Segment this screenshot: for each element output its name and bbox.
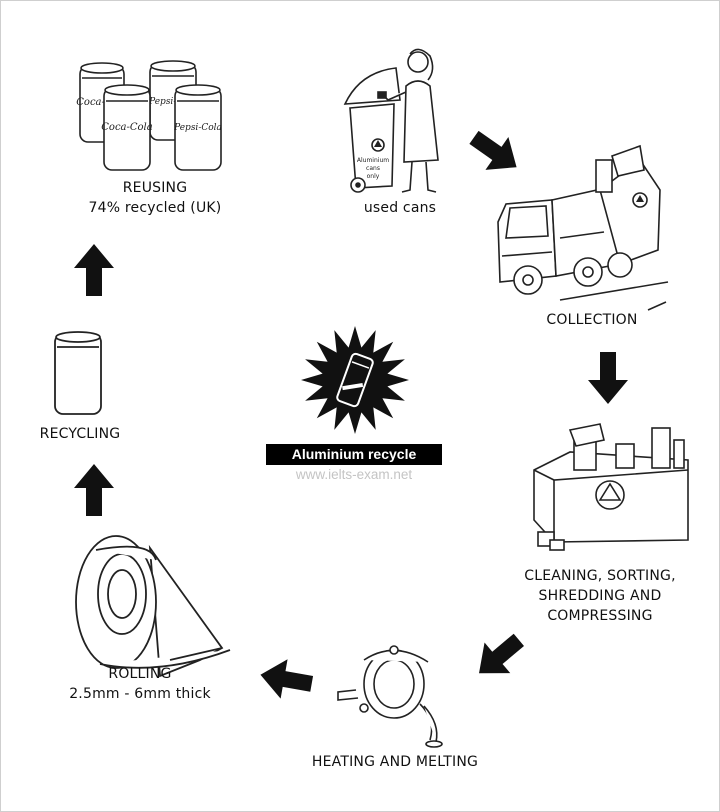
bin-text: only [367, 173, 380, 180]
watermark: www.ielts-exam.net [295, 467, 413, 482]
rolling-detail: 2.5mm - 6mm thick [69, 686, 211, 702]
collection-label: COLLECTION [546, 312, 638, 328]
diagram-title: Aluminium recycle [266, 444, 442, 465]
arrow-icon [466, 624, 532, 689]
blank-can-icon [54, 331, 102, 415]
can-brand-text: Coca-Cola [76, 97, 127, 108]
arrow-icon [462, 120, 529, 184]
arrow-icon [74, 464, 114, 516]
rolling-label: ROLLING 2.5mm - 6mm thick [40, 664, 240, 704]
shredding-machine-icon [533, 423, 689, 551]
can-brand-text: Pepsi-Cola [148, 97, 197, 107]
recycling-label: RECYCLING [39, 426, 121, 442]
aluminium-roll-icon [75, 535, 231, 678]
arrow-icon [74, 244, 114, 296]
used-cans-label: used cans [363, 200, 437, 216]
can-brand-text: Pepsi-Cola [173, 123, 222, 133]
melting-crucible-icon [337, 645, 443, 748]
aluminium-burst-icon [301, 326, 409, 434]
cleaning-label: CLEANING, SORTING, SHREDDING AND COMPRES… [524, 568, 676, 624]
arrow-icon [256, 655, 316, 704]
bin-text: Aluminium [357, 157, 389, 164]
collection-truck-icon [497, 144, 669, 311]
woman-figure-icon [377, 48, 439, 193]
heating-label: HEATING AND MELTING [311, 754, 479, 770]
recycling-bin-icon: Aluminium cans only [343, 67, 401, 193]
reusing-title: REUSING [122, 180, 188, 196]
reusing-label: REUSING 74% recycled (UK) [40, 178, 270, 218]
can-brand-text: Coca-Cola [101, 122, 152, 133]
arrow-icon [588, 352, 628, 404]
rolling-title: ROLLING [108, 666, 172, 682]
bin-text: cans [366, 165, 380, 172]
soda-cans-icon: Coca-Cola Pepsi-Cola Coca-Cola Pepsi-Col… [76, 60, 222, 171]
reusing-detail: 74% recycled (UK) [88, 200, 222, 216]
